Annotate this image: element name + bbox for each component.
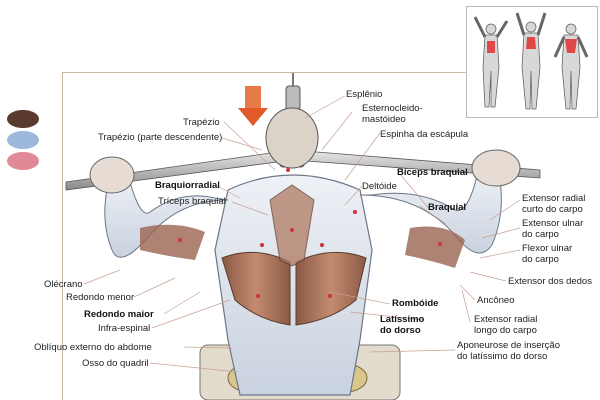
label-ext-ulnar-1: Extensor ulnar (522, 218, 584, 229)
latissimus-muscle (221, 251, 291, 326)
label-extensor-dedos: Extensor dos dedos (508, 276, 592, 287)
legend-dot-blue (7, 131, 39, 149)
legend-dot-brown (7, 110, 39, 128)
label-deltoide: Deltóide (362, 181, 397, 192)
label-romboide: Rombóide (392, 298, 439, 309)
label-trapezio-descendente: Trapézio (parte descendente) (98, 132, 223, 143)
rhomboid-muscle (269, 184, 315, 267)
label-braquial: Braquial (428, 202, 467, 213)
muscle-markers (178, 168, 442, 298)
label-flexor-ulnar-2: do carpo (522, 254, 559, 265)
label-redondo-menor: Redondo menor (66, 292, 135, 303)
frame-top-line (62, 72, 466, 73)
label-ext-radial-curto-2: curto do carpo (522, 204, 583, 215)
label-obliquo: Oblíquo externo do abdome (34, 342, 152, 353)
label-esplenio: Esplênio (346, 89, 383, 100)
label-esternocleido-1: Esternocleido- (362, 103, 423, 114)
label-ext-radial-curto-1: Extensor radial (522, 193, 586, 204)
label-latissimo-2: do dorso (380, 325, 421, 336)
label-anconeo: Ancôneo (477, 295, 515, 306)
label-esternocleido-2: mastóideo (362, 114, 406, 125)
label-biceps: Bíceps braquial (397, 167, 468, 178)
label-osso-quadril: Osso do quadril (82, 358, 149, 369)
down-arrow-icon (238, 86, 268, 126)
leader-lines (83, 95, 521, 373)
label-ext-ulnar-2: do carpo (522, 229, 559, 240)
legend-dot-pink (7, 152, 39, 170)
label-triceps: Tríceps braquial (158, 196, 226, 207)
label-trapezio: Trapézio (183, 117, 220, 128)
label-braquiorradial: Braquiorradial (155, 180, 220, 191)
label-infra-espinal: Infra-espinal (98, 323, 151, 334)
exercise-thumbnail (466, 6, 598, 118)
label-olecrano: Olécrano (44, 279, 83, 290)
left-arm (104, 174, 229, 258)
label-aponeurose-1: Aponeurose de inserção (457, 340, 560, 351)
right-hand (471, 149, 521, 187)
label-ext-radial-longo-2: longo do carpo (474, 325, 537, 336)
label-ext-radial-longo-1: Extensor radial (474, 314, 538, 325)
label-redondo-maior: Redondo maior (84, 309, 154, 320)
label-aponeurose-2: do latíssimo do dorso (457, 351, 548, 362)
label-latissimo-1: Latíssimo (380, 314, 425, 325)
torso (214, 174, 373, 396)
left-hand (89, 156, 135, 194)
label-flexor-ulnar-1: Flexor ulnar (522, 243, 573, 254)
head (265, 107, 319, 169)
thumbnail-figures (473, 12, 589, 110)
right-arm (359, 171, 502, 254)
frame-left-line (62, 72, 63, 400)
label-espinha-escapula: Espinha da escápula (380, 129, 469, 140)
